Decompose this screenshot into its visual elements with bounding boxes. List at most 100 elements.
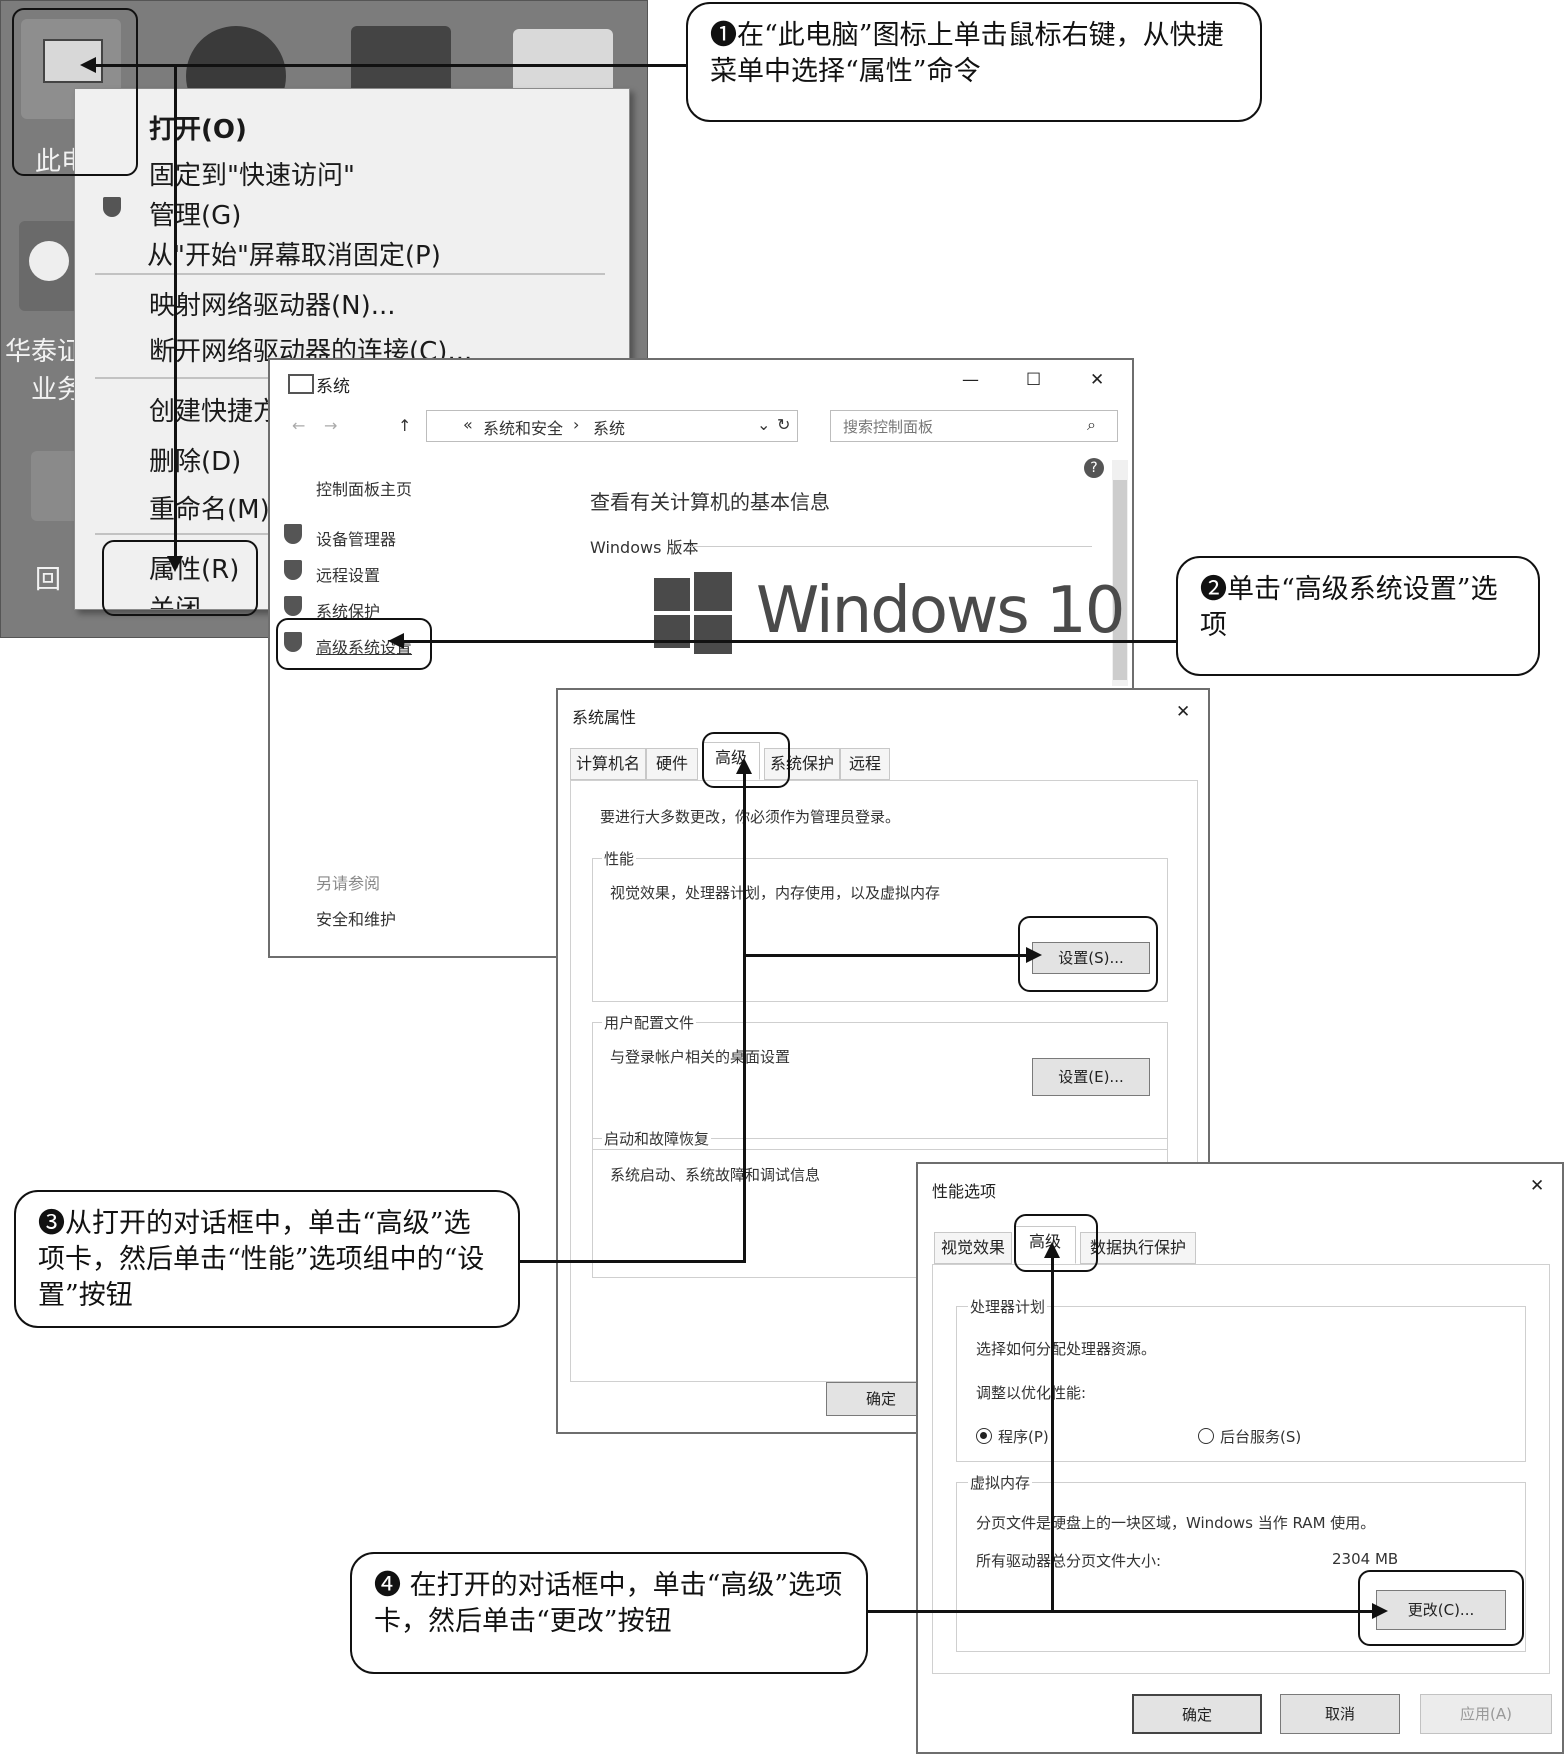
shield-icon xyxy=(284,596,302,616)
connector-1-v xyxy=(174,64,177,558)
connector-3-h2 xyxy=(745,954,1027,957)
admin-note: 要进行大多数更改，你必须作为管理员登录。 xyxy=(600,808,901,826)
paging-size-label: 所有驱动器总分页文件大小: xyxy=(976,1552,1162,1570)
section-title: Windows 版本 xyxy=(590,538,699,557)
connector-4-v xyxy=(1051,1250,1054,1612)
desktop-label-app: 华泰证 xyxy=(5,337,84,367)
shield-icon xyxy=(284,524,302,544)
group-title-user-profiles: 用户配置文件 xyxy=(602,1012,697,1033)
arrow-head-icon xyxy=(388,633,404,649)
menu-separator xyxy=(95,273,605,275)
highlight-properties xyxy=(102,540,258,616)
callout-step-2: ❷单击“高级系统设置”选项 xyxy=(1176,556,1540,676)
group-title-startup: 启动和故障恢复 xyxy=(602,1128,712,1149)
close-button[interactable]: ✕ xyxy=(1530,1176,1545,1196)
sidebar-link-protection[interactable]: 系统保护 xyxy=(316,602,381,621)
computer-icon xyxy=(288,374,314,394)
tab-computer-name[interactable]: 计算机名 xyxy=(570,748,646,780)
breadcrumb-item-system[interactable]: 系统 xyxy=(593,419,626,438)
performance-settings-button[interactable]: 设置(S)... xyxy=(1032,942,1150,974)
callout-step-3: ❸从打开的对话框中，单击“高级”选项卡，然后单击“性能”选项组中的“设置”按钮 xyxy=(14,1190,520,1328)
highlight-perf-advanced-tab xyxy=(1014,1214,1098,1272)
search-placeholder: 搜索控制面板 xyxy=(843,418,934,436)
tab-dep[interactable]: 数据执行保护 xyxy=(1080,1232,1196,1264)
maximize-button[interactable]: ☐ xyxy=(1026,370,1042,390)
group-title-processor: 处理器计划 xyxy=(968,1296,1048,1317)
menu-item-open[interactable]: 打开(O) xyxy=(149,115,247,145)
app-shortcut-icon xyxy=(19,221,79,311)
forward-arrow-icon[interactable]: → xyxy=(324,416,338,435)
refresh-icon[interactable]: ↻ xyxy=(777,415,791,434)
user-profiles-group xyxy=(592,1022,1168,1150)
group-title-virtual-memory: 虚拟内存 xyxy=(968,1472,1033,1493)
see-also-link[interactable]: 安全和维护 xyxy=(316,910,397,929)
arrow-head-icon xyxy=(1026,947,1042,963)
highlight-this-pc xyxy=(12,8,138,176)
recycle-bin-icon xyxy=(31,451,81,521)
apply-button[interactable]: 应用(A) xyxy=(1420,1694,1552,1734)
menu-item-rename[interactable]: 重命名(M) xyxy=(149,495,270,525)
help-icon[interactable]: ? xyxy=(1084,458,1104,478)
dialog-title: 性能选项 xyxy=(932,1182,997,1201)
performance-desc: 视觉效果，处理器计划，内存使用，以及虚拟内存 xyxy=(610,884,941,902)
menu-item-manage[interactable]: 管理(G) xyxy=(149,201,242,231)
tab-panel xyxy=(570,780,1198,1382)
close-button[interactable]: ✕ xyxy=(1090,370,1105,390)
page-heading: 查看有关计算机的基本信息 xyxy=(590,490,830,514)
address-bar[interactable]: « 系统和安全 › 系统 ⌄ ↻ xyxy=(426,410,798,442)
scroll-thumb[interactable] xyxy=(1113,480,1127,680)
processor-desc: 选择如何分配处理器资源。 xyxy=(976,1340,1157,1358)
adjust-label: 调整以优化性能: xyxy=(976,1384,1087,1402)
performance-group xyxy=(592,858,1168,1002)
window-title: 系统 xyxy=(316,377,350,397)
breadcrumb-sep: › xyxy=(573,415,580,434)
ok-button[interactable]: 确定 xyxy=(1132,1694,1262,1734)
sidebar-link-remote[interactable]: 远程设置 xyxy=(316,566,381,585)
search-icon[interactable]: ⌕ xyxy=(1087,415,1096,434)
tab-remote[interactable]: 远程 xyxy=(840,748,890,780)
section-rule xyxy=(690,546,1092,547)
back-arrow-icon[interactable]: ← xyxy=(292,416,306,435)
menu-item-create-shortcut[interactable]: 创建快捷方 xyxy=(149,397,280,427)
breadcrumb-item-security[interactable]: 系统和安全 xyxy=(483,419,564,438)
virtual-memory-desc: 分页文件是硬盘上的一块区域，Windows 当作 RAM 使用。 xyxy=(976,1514,1376,1532)
menu-item-delete[interactable]: 删除(D) xyxy=(149,447,242,477)
connector-4-h xyxy=(866,1610,1374,1613)
radio-programs[interactable] xyxy=(976,1428,992,1444)
change-button[interactable]: 更改(C)... xyxy=(1376,1590,1506,1630)
menu-item-unpin-start[interactable]: 从"开始"屏幕取消固定(P) xyxy=(147,241,441,271)
menu-item-close[interactable]: 关闭 xyxy=(149,589,201,609)
sidebar-link-device-manager[interactable]: 设备管理器 xyxy=(316,530,397,549)
tab-system-protection[interactable]: 系统保护 xyxy=(764,748,840,780)
close-button[interactable]: ✕ xyxy=(1176,702,1191,722)
radio-label-programs[interactable]: 程序(P) xyxy=(998,1428,1049,1446)
chevron-down-icon[interactable]: ⌄ xyxy=(757,415,771,434)
user-profiles-desc: 与登录帐户相关的桌面设置 xyxy=(610,1048,791,1066)
search-input[interactable]: 搜索控制面板 ⌕ xyxy=(830,410,1118,442)
radio-label-background[interactable]: 后台服务(S) xyxy=(1220,1428,1302,1446)
tab-panel xyxy=(932,1264,1550,1674)
arrow-head-icon xyxy=(736,758,752,774)
menu-item-properties[interactable]: 属性(R) xyxy=(149,555,240,585)
shield-icon xyxy=(103,197,121,217)
user-profiles-settings-button[interactable]: 设置(E)... xyxy=(1032,1058,1150,1096)
tab-visual-effects[interactable]: 视觉效果 xyxy=(934,1232,1012,1264)
menu-item-pin-quick-access[interactable]: 固定到"快速访问" xyxy=(149,161,355,191)
sidebar-home-link[interactable]: 控制面板主页 xyxy=(316,480,413,499)
shield-icon xyxy=(284,632,302,652)
highlight-advanced-settings xyxy=(276,618,432,670)
minimize-button[interactable]: — xyxy=(962,370,979,390)
arrow-head-icon xyxy=(1044,1242,1060,1258)
up-arrow-icon[interactable]: ↑ xyxy=(398,416,412,435)
callout-step-4: ❹ 在打开的对话框中，单击“高级”选项卡，然后单击“更改”按钮 xyxy=(350,1552,868,1674)
cancel-button[interactable]: 取消 xyxy=(1280,1694,1400,1734)
connector-3-v xyxy=(743,766,746,1263)
arrow-head-icon xyxy=(80,57,96,73)
tab-hardware[interactable]: 硬件 xyxy=(646,748,698,780)
radio-background-services[interactable] xyxy=(1198,1428,1214,1444)
highlight-change-button xyxy=(1358,1570,1524,1646)
menu-item-map-drive[interactable]: 映射网络驱动器(N)... xyxy=(149,291,396,321)
connector-3-h xyxy=(518,1260,746,1263)
group-title-performance: 性能 xyxy=(602,848,637,869)
see-also-heading: 另请参阅 xyxy=(316,874,381,893)
